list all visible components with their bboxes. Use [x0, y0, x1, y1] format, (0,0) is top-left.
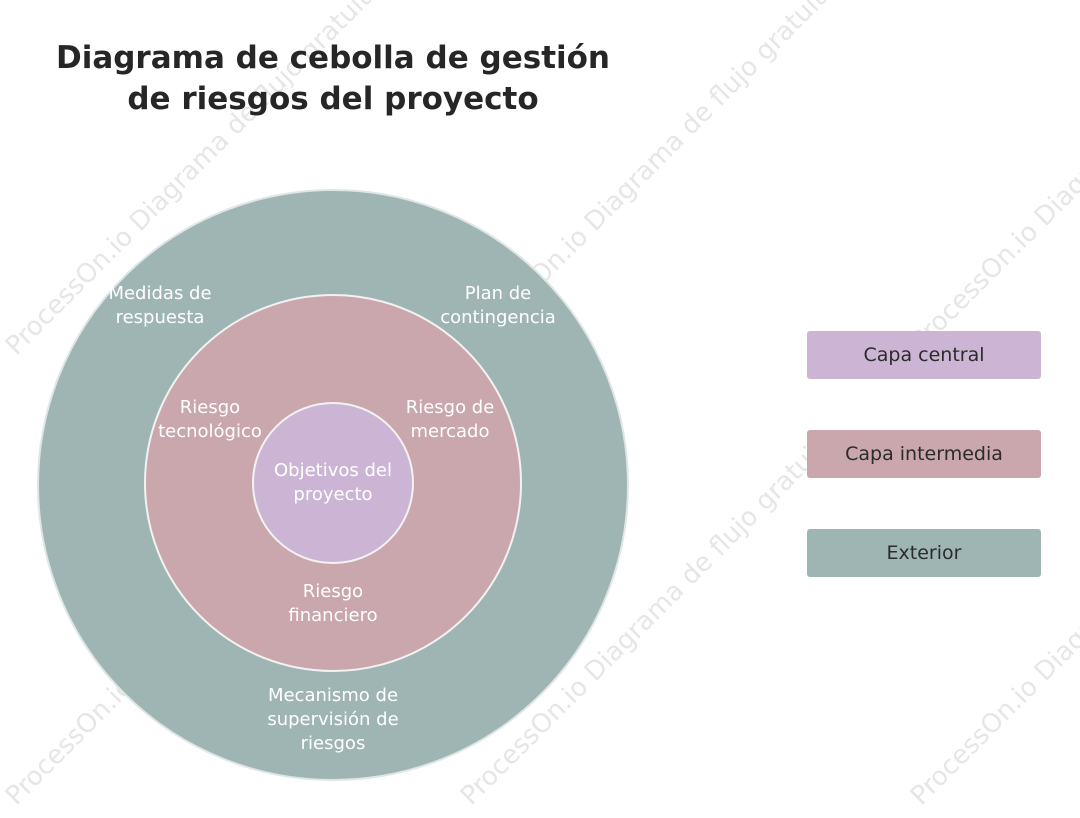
legend-item-capa-central: Capa central: [807, 331, 1041, 379]
outer-label-medidas-de-respuesta: Medidas de respuesta: [108, 283, 212, 328]
middle-label-riesgo-de-mercado: Riesgo de mercado: [405, 397, 495, 442]
legend-label: Exterior: [886, 542, 962, 564]
middle-label-riesgo-tecnologico: Riesgo tecnológico: [158, 397, 262, 442]
title-line-2: de riesgos del proyecto: [127, 81, 539, 117]
middle-label-riesgo-financiero: Riesgo financiero: [288, 581, 378, 626]
legend-item-capa-intermedia: Capa intermedia: [807, 430, 1041, 478]
legend-item-exterior: Exterior: [807, 529, 1041, 577]
title-line-1: Diagrama de cebolla de gestión: [55, 40, 611, 76]
core-layer-circle: [252, 402, 414, 564]
legend-label: Capa central: [863, 344, 985, 366]
outer-label-mecanismo-de-supervision: Mecanismo de supervisión de riesgos: [267, 685, 399, 754]
outer-label-plan-de-contingencia: Plan de contingencia: [440, 283, 556, 328]
core-label-objetivos-del-proyecto: Objetivos del proyecto: [274, 460, 392, 505]
page-title: Diagrama de cebolla de gestión de riesgo…: [40, 38, 626, 120]
legend-label: Capa intermedia: [845, 443, 1003, 465]
